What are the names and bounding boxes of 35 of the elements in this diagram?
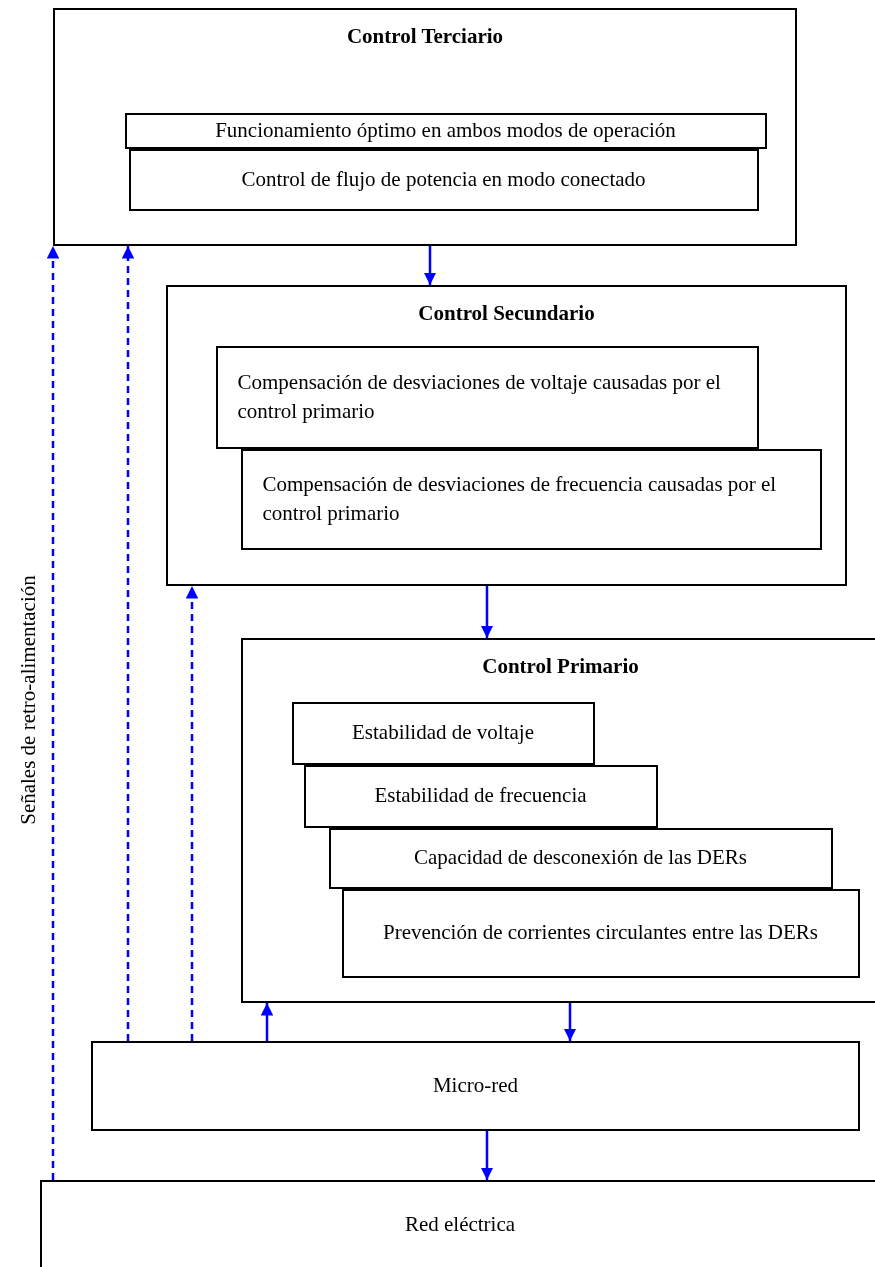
box-text: Compensación de desviaciones de voltaje causadas por el control primario — [237, 368, 722, 425]
arrow — [46, 246, 60, 1180]
arrow — [121, 246, 135, 1041]
box-title: Control Primario — [482, 654, 639, 679]
arrow — [563, 1003, 577, 1041]
function-box — [328, 827, 833, 889]
control-level-box — [53, 8, 797, 246]
box-title: Control Secundario — [418, 301, 595, 326]
function-box — [215, 345, 759, 449]
function-box — [291, 701, 595, 765]
box-text: Funcionamiento óptimo en ambos modos de operación — [215, 116, 676, 144]
function-box — [124, 112, 767, 149]
control-level-box — [241, 638, 875, 1003]
arrow — [185, 586, 199, 1041]
box-text: Prevención de corrientes circulantes entre las DERs — [383, 919, 818, 947]
arrow — [423, 246, 437, 285]
function-box — [341, 888, 860, 978]
arrow — [480, 1131, 494, 1180]
control-level-box — [166, 285, 847, 586]
box-text: Estabilidad de frecuencia — [374, 782, 587, 810]
box-text: Compensación de desviaciones de frecuencia causadas por el control primario — [262, 470, 778, 527]
box-text: Capacidad de desconexión de las DERs — [414, 844, 747, 872]
box-text: Estabilidad de voltaje — [352, 719, 534, 747]
box-text: Red eléctrica — [404, 1211, 516, 1239]
axis-label: Señales de retro-alimentación — [15, 575, 41, 825]
function-box — [240, 448, 822, 550]
system-box — [91, 1041, 860, 1131]
box-title: Control Terciario — [346, 24, 504, 49]
function-box — [128, 148, 759, 211]
function-box — [303, 764, 658, 828]
arrow — [480, 586, 494, 638]
box-text: Control de flujo de potencia en modo conectado — [241, 165, 646, 193]
box-text: Micro-red — [432, 1072, 519, 1100]
arrow — [260, 1003, 274, 1041]
system-box — [40, 1180, 875, 1267]
